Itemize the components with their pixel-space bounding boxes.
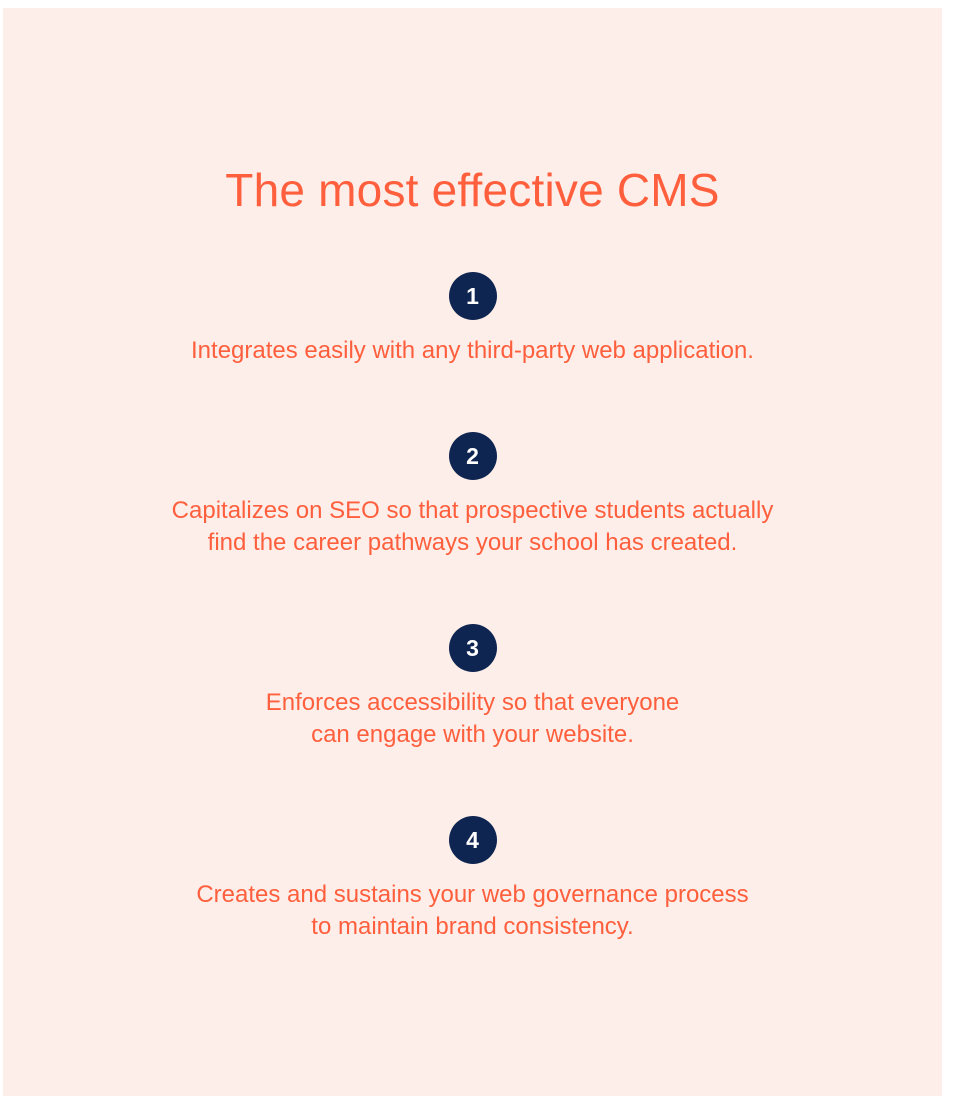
feature-text-1: Integrates easily with any third-party w…: [191, 337, 754, 364]
feature-panel: The most effective CMS 1 Integrates easi…: [3, 8, 942, 1096]
feature-item-4: 4 Creates and sustains your web governan…: [3, 816, 942, 943]
number-badge-1: 1: [448, 272, 497, 320]
feature-text-4: Creates and sustains your web governance…: [196, 881, 749, 940]
number-badge-3: 3: [448, 624, 497, 672]
feature-item-3: 3 Enforces accessibility so that everyon…: [3, 624, 942, 751]
number-badge-2: 2: [448, 432, 497, 480]
feature-text-2: Capitalizes on SEO so that prospective s…: [171, 497, 774, 556]
number-badge-4: 4: [448, 816, 497, 864]
feature-item-1: 1 Integrates easily with any third-party…: [3, 272, 942, 367]
page-title: The most effective CMS: [225, 164, 720, 216]
feature-text-3: Enforces accessibility so that everyone …: [265, 689, 680, 748]
feature-item-2: 2 Capitalizes on SEO so that prospective…: [3, 432, 942, 559]
